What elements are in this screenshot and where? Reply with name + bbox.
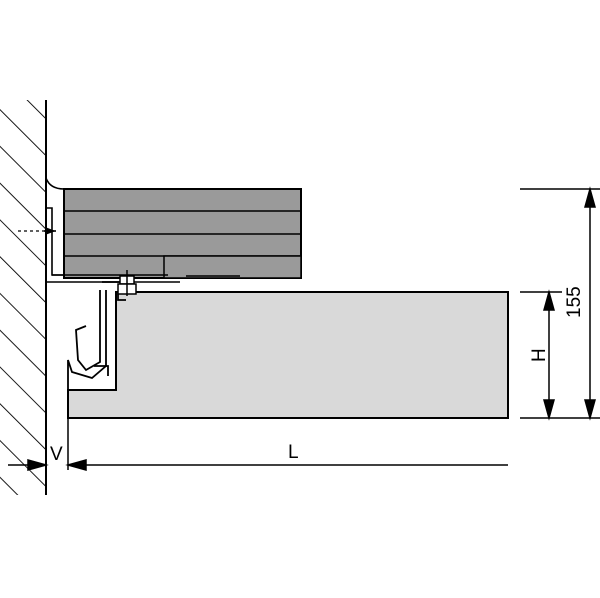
wall-reference-marker (18, 227, 56, 235)
dimension-length (65, 418, 508, 471)
height-label: H (529, 348, 550, 362)
bolt (117, 270, 137, 296)
dimension-total-height (520, 186, 600, 421)
dimension-height (520, 289, 600, 421)
gap-label: V (50, 444, 63, 465)
length-label: L (288, 442, 299, 463)
wall-hatching (0, 100, 46, 495)
radiator-body (67, 291, 509, 419)
cover-panel (63, 188, 302, 279)
total-height-label: 155 (564, 286, 585, 318)
dimension-gap (8, 459, 49, 471)
